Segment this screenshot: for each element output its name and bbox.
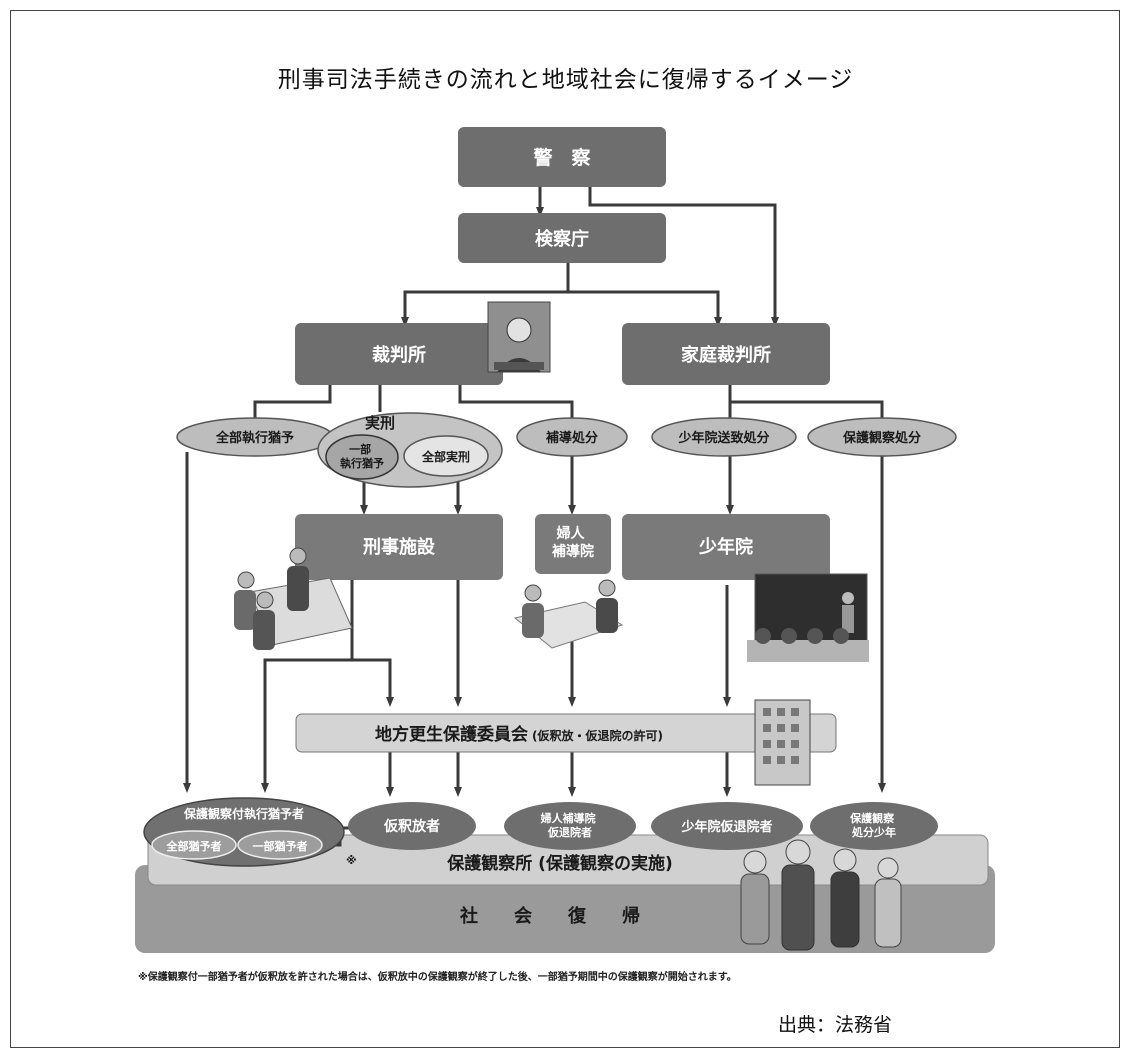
source-label: 出典：法務省 (778, 1014, 893, 1036)
juvenile-releasee-label: 少年院仮退院者 (680, 819, 772, 835)
arrow-prosecutor-court (401, 262, 570, 327)
probation-office-label: 保護観察所 (保護観察の実施) (446, 853, 672, 874)
parole-board-note: (仮釈放・仮退院の許可) (532, 728, 663, 743)
womens-guidance-home-line-2: 補導院 (551, 543, 594, 560)
building-picture (754, 699, 811, 786)
court-box (295, 323, 503, 385)
partial-suspension-line-2: 執行猶予 (340, 456, 384, 470)
arrow-police-family-court (588, 187, 779, 327)
juvenile-training-disposition-label: 少年院送致処分 (677, 430, 769, 446)
juvenile-releasee-ellipse (651, 802, 803, 850)
full-sentence-ellipse (403, 435, 489, 477)
full-suspension-label: 全部執行猶予 (215, 430, 294, 446)
partial-suspension-label: 一部 執行猶予 (340, 442, 384, 470)
court-label: 裁判所 (372, 344, 426, 366)
womens-guidance-home-label: 婦人 補導院 (551, 525, 594, 560)
probation-disposition-label: 保護観察処分 (842, 430, 921, 446)
judge-picture (487, 301, 551, 373)
prosecutor-box (458, 213, 666, 263)
footnote: ※保護観察付一部猶予者が仮釈放を許された場合は、仮釈放中の保護観察が終了した後、… (138, 972, 737, 983)
line-family-probation (730, 400, 884, 420)
probationer-suspended-label: 保護観察付執行猶予者 (183, 806, 304, 821)
police-box (458, 127, 666, 187)
page-title: 刑事司法手続きの流れと地域社会に復帰するイメージ (277, 67, 854, 93)
partial-suspendee-label: 一部猶予者 (253, 839, 308, 853)
juvenile-probationer-line-2: 処分少年 (851, 825, 896, 839)
womens-guidance-home-line-1: 婦人 (556, 525, 586, 542)
juvenile-training-school-box (622, 514, 830, 580)
partial-suspension-ellipse (325, 434, 399, 480)
full-suspendee-label: 全部猶予者 (166, 839, 222, 853)
womens-guidance-home-box (535, 514, 611, 574)
full-suspendee-ellipse (151, 830, 237, 860)
womens-home-releasee-ellipse (504, 802, 636, 850)
meeting-picture (234, 547, 353, 650)
family-court-box (622, 323, 830, 385)
line-court-guidance (458, 385, 574, 420)
parolee-label: 仮釈放者 (383, 818, 440, 835)
flow-connectors (183, 187, 886, 849)
arrow-penal-partial (261, 580, 354, 793)
arrow-penal-board-a (352, 658, 394, 707)
partial-suspendee-ellipse (237, 830, 323, 860)
counseling-picture (513, 579, 624, 649)
womens-home-releasee-label: 婦人補導院 仮退院者 (540, 811, 600, 839)
juvenile-training-disposition-ellipse (651, 417, 797, 457)
juvenile-probationer-ellipse (810, 802, 938, 850)
asterisk-mark: ※ (346, 854, 357, 867)
parole-board-band (295, 713, 837, 753)
penal-institution-label: 刑事施設 (363, 536, 436, 558)
frame (10, 10, 1120, 1048)
womens-home-releasee-line-2: 仮退院者 (547, 825, 592, 839)
classroom-picture (747, 573, 869, 662)
parole-board-name: 地方更生保護委員会 (375, 724, 528, 745)
juvenile-training-school-label: 少年院 (698, 536, 753, 558)
juvenile-probationer-line-1: 保護観察 (849, 811, 895, 825)
people-picture (740, 839, 902, 951)
guidance-disposition-label: 補導処分 (545, 430, 598, 446)
penal-institution-box (295, 514, 503, 580)
line-court-suspension (253, 385, 332, 420)
reintegration-band (135, 865, 995, 953)
juvenile-probationer-label: 保護観察 処分少年 (849, 811, 898, 839)
sentence-label: 実刑 (365, 414, 395, 432)
parole-board-label: 地方更生保護委員会 (仮釈放・仮退院の許可) (375, 724, 663, 745)
probation-disposition-ellipse (807, 417, 957, 457)
arrow-prosecutor-family-court (568, 290, 722, 327)
police-label: 警 察 (533, 146, 591, 169)
prosecutor-label: 検察庁 (535, 228, 589, 250)
reintegration-label: 社 会 復 帰 (460, 905, 640, 927)
guidance-disposition-ellipse (516, 417, 628, 457)
family-court-label: 家庭裁判所 (681, 344, 771, 366)
parolee-ellipse (348, 802, 476, 850)
full-sentence-label: 全部実刑 (421, 449, 470, 464)
womens-home-releasee-line-1: 婦人補導院 (540, 811, 596, 825)
partial-suspension-line-1: 一部 (349, 442, 371, 456)
